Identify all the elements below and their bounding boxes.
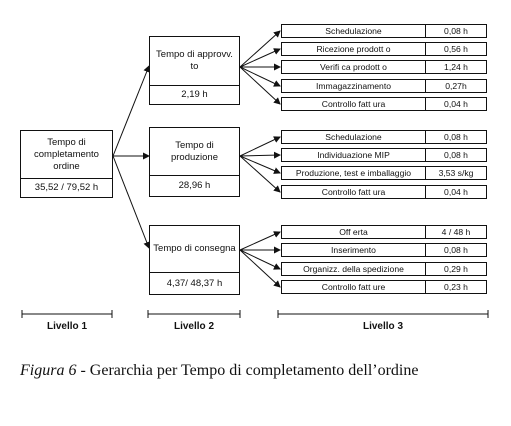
arrow-g2-4 bbox=[239, 155, 281, 193]
activity-label: Produzione, test e imballaggio bbox=[282, 167, 426, 179]
level3-row: Schedulazione 0,08 h bbox=[281, 24, 487, 38]
activity-value: 0,08 h bbox=[444, 132, 468, 142]
level1-value: 35,52 / 79,52 h bbox=[34, 182, 99, 193]
activity-label: Individuazione MIP bbox=[282, 149, 426, 161]
arrow-g3-4 bbox=[239, 249, 281, 288]
arrow-g2-2 bbox=[239, 151, 281, 159]
activity-label: Immagazzinamento bbox=[282, 80, 426, 92]
arrow-g1-2 bbox=[239, 48, 281, 68]
activity-label: Off erta bbox=[282, 226, 426, 238]
level-label-2: Livello 2 bbox=[173, 321, 214, 332]
level3-row: Ricezione prodott o 0,56 h bbox=[281, 42, 487, 56]
level3-row: Controllo fatt ura 0,04 h bbox=[281, 97, 487, 111]
level2-box-consegna: Tempo di consegna 4,37/ 48,37 h bbox=[149, 225, 240, 295]
activity-value: 4 / 48 h bbox=[441, 227, 471, 237]
level-label-1: Livello 1 bbox=[46, 321, 87, 332]
level-label-3: Livello 3 bbox=[362, 321, 403, 332]
level3-row: Immagazzinamento 0,27h bbox=[281, 79, 487, 93]
activity-value: 0,04 h bbox=[444, 187, 468, 197]
arrow-g3-1 bbox=[239, 231, 281, 251]
activity-label: Ricezione prodott o bbox=[282, 43, 426, 55]
caption-text: - Gerarchia per Tempo di completamento d… bbox=[76, 362, 419, 379]
activity-value: 0,56 h bbox=[444, 44, 468, 54]
activity-label: Verifi ca prodott o bbox=[282, 61, 426, 73]
level3-row: Controllo fatt ura 0,04 h bbox=[281, 185, 487, 199]
activity-value: 1,24 h bbox=[444, 62, 468, 72]
level2-value: 4,37/ 48,37 h bbox=[166, 277, 223, 289]
arrow-g3-3 bbox=[239, 249, 281, 270]
arrow-l1-l2-1 bbox=[112, 65, 151, 157]
level2-title: Tempo di approvv. to bbox=[156, 49, 233, 72]
figure-number: Figura 6 bbox=[20, 362, 77, 379]
activity-value: 0,29 h bbox=[444, 264, 468, 274]
arrow-l1-l2-3 bbox=[112, 155, 151, 249]
activity-value: 0,08 h bbox=[444, 245, 468, 255]
activity-label: Controllo fatt ure bbox=[282, 281, 426, 293]
level3-row: Produzione, test e imballaggio 3,53 s/kg bbox=[281, 166, 487, 180]
level3-row: Individuazione MIP 0,08 h bbox=[281, 148, 487, 162]
level2-value: 28,96 h bbox=[178, 180, 211, 191]
level3-row: Schedulazione 0,08 h bbox=[281, 130, 487, 144]
activity-value: 3,53 s/kg bbox=[438, 168, 474, 178]
level3-row: Inserimento 0,08 h bbox=[281, 243, 487, 257]
activity-value: 0,27h bbox=[445, 81, 467, 91]
activity-value: 0,08 h bbox=[444, 150, 468, 160]
arrow-g1-4 bbox=[239, 66, 281, 87]
level2-title: Tempo di consegna bbox=[153, 243, 236, 254]
level2-title: Tempo di produzione bbox=[170, 139, 218, 163]
level1-box: Tempo di completamento ordine 35,52 / 79… bbox=[20, 130, 113, 198]
activity-label: Organizz. della spedizione bbox=[282, 263, 426, 275]
figure-caption: Figura 6 - Gerarchia per Tempo di comple… bbox=[20, 360, 488, 382]
level2-value: 2,19 h bbox=[181, 89, 208, 100]
activity-label: Inserimento bbox=[282, 244, 426, 256]
level2-box-approvvigionamento: Tempo di approvv. to 2,19 h bbox=[149, 36, 240, 105]
activity-value: 0,08 h bbox=[444, 26, 468, 36]
activity-value: 0,04 h bbox=[444, 99, 468, 109]
activity-value: 0,23 h bbox=[444, 282, 468, 292]
level3-row: Verifi ca prodott o 1,24 h bbox=[281, 60, 487, 74]
arrow-g2-3 bbox=[239, 155, 281, 174]
arrow-g1-1 bbox=[239, 30, 281, 68]
arrow-g1-5 bbox=[239, 66, 281, 105]
arrow-g2-1 bbox=[239, 136, 281, 157]
level1-title: Tempo di completamento ordine bbox=[34, 136, 99, 172]
activity-label: Controllo fatt ura bbox=[282, 98, 426, 110]
level3-row: Organizz. della spedizione 0,29 h bbox=[281, 262, 487, 276]
activity-label: Schedulazione bbox=[282, 131, 426, 143]
activity-label: Controllo fatt ura bbox=[282, 186, 426, 198]
level2-box-produzione: Tempo di produzione 28,96 h bbox=[149, 127, 240, 197]
activity-label: Schedulazione bbox=[282, 25, 426, 37]
level3-row: Off erta 4 / 48 h bbox=[281, 225, 487, 239]
level3-row: Controllo fatt ure 0,23 h bbox=[281, 280, 487, 294]
